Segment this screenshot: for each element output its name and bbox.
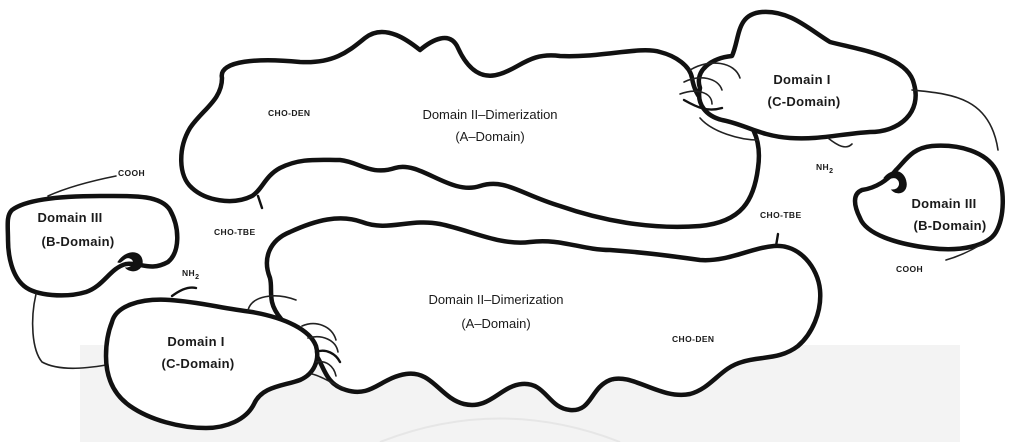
right-domain-iii-subtitle: (B-Domain) xyxy=(913,218,986,233)
top-domain-ii-title: Domain II–Dimerization xyxy=(422,107,557,122)
bottom-domain-ii-title: Domain II–Dimerization xyxy=(428,292,563,307)
right-domain-iii-title: Domain III xyxy=(911,196,976,211)
top-cho-tbe-stub xyxy=(258,196,262,208)
bottom-cho-tbe-label: CHO-TBE xyxy=(760,210,802,220)
right-nh2-label: NH2 xyxy=(816,162,833,175)
bottom-left-domain-i-title: Domain I xyxy=(167,334,224,349)
top-domain-ii-subtitle: (A–Domain) xyxy=(455,129,524,144)
left-domain-iii-subtitle: (B-Domain) xyxy=(41,234,114,249)
top-right-domain-i-subtitle: (C-Domain) xyxy=(767,94,840,109)
right-cooh-label: COOH xyxy=(896,264,923,274)
bottom-domain-ii-subtitle: (A–Domain) xyxy=(461,316,530,331)
top-right-domain-i-title: Domain I xyxy=(773,72,830,87)
left-domain-iii-title: Domain III xyxy=(37,210,102,225)
bottom-cho-den-label: CHO-DEN xyxy=(672,334,714,344)
left-nh2-label: NH2 xyxy=(182,268,199,281)
bottom-left-domain-i-subtitle: (C-Domain) xyxy=(161,356,234,371)
left-cooh-label: COOH xyxy=(118,168,145,178)
top-cho-den-label: CHO-DEN xyxy=(268,108,310,118)
top-cho-tbe-label: CHO-TBE xyxy=(214,227,256,237)
